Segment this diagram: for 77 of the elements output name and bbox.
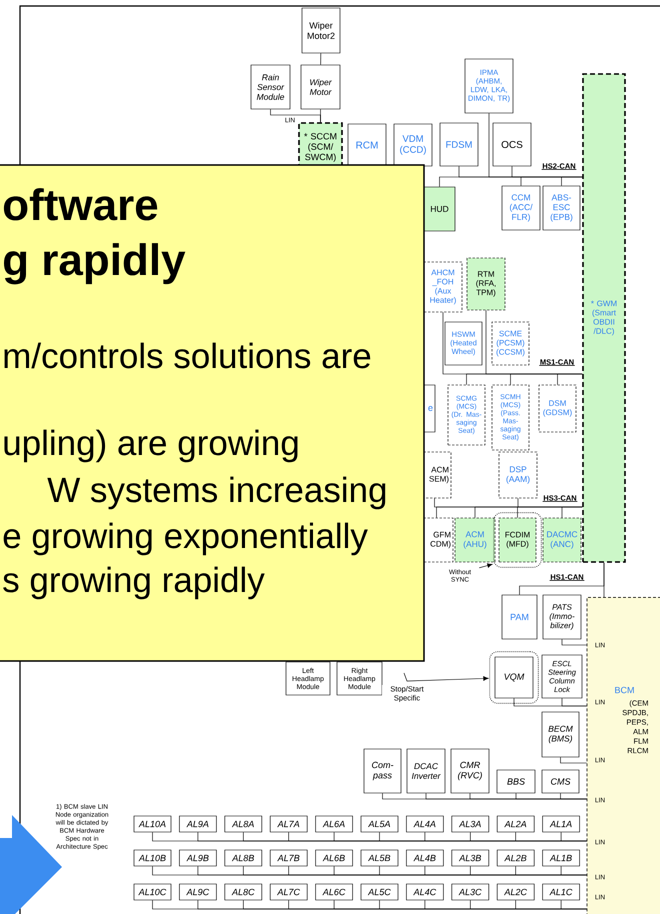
connector-line	[557, 374, 582, 385]
connector-line	[562, 506, 582, 518]
module-box: AL1A	[542, 816, 580, 832]
module-box: AL5C	[360, 884, 398, 900]
module-box: AL10A	[134, 816, 172, 832]
connector-line	[320, 53, 322, 65]
module-box: FCDIM (MFD)	[498, 518, 536, 562]
dotted-outline	[493, 512, 542, 568]
module-box: AL6A	[315, 816, 353, 832]
module-box: Com- pass	[364, 748, 402, 794]
module-box: BECM (BMS)	[542, 712, 580, 758]
callout-text: e growing exponentially	[4, 522, 368, 556]
module-box: HUD	[424, 186, 456, 232]
module-box: AL8C	[224, 884, 262, 900]
module-box: PAM	[502, 594, 538, 640]
module-box: AL3A	[452, 816, 490, 832]
module-box: AL7C	[270, 884, 308, 900]
module-box: AL9C	[179, 884, 217, 900]
connector-line	[560, 900, 587, 910]
module-box: CMR (RVC)	[450, 748, 490, 794]
connector-line	[562, 698, 587, 706]
module-box: PATS (Immo- bilizer)	[542, 594, 582, 640]
module-box: ABS- ESC (EPB)	[542, 186, 580, 230]
module-box: ACM (AHU)	[454, 518, 496, 562]
callout-heading: g rapidly	[4, 243, 186, 284]
module-box: AL7A	[270, 816, 308, 832]
arrow	[404, 672, 488, 682]
module-box: AL9A	[179, 816, 217, 832]
module-box: AL1B	[542, 850, 580, 866]
module-box: SCME (PCSM) (CCSM)	[492, 322, 530, 366]
module-box: AL6C	[315, 884, 353, 900]
module-box: DCAC Inverter	[406, 748, 446, 794]
module-box: DSM (GDSM)	[538, 384, 576, 432]
callout-text: upling) are growing	[4, 430, 298, 462]
module-box: AL9B	[179, 850, 217, 866]
module-box: FDSM	[440, 122, 478, 166]
module-box: AL5B	[360, 850, 398, 866]
connector-line	[320, 109, 321, 122]
module-box: RTM (RFA, TPM)	[466, 258, 506, 310]
module-box: DSP (AAM)	[498, 452, 538, 498]
module-box: AL3C	[452, 884, 490, 900]
callout-heading: oftware	[4, 188, 158, 220]
dotted-outline	[489, 651, 539, 704]
module-box: AL5A	[360, 816, 398, 832]
module-box: AL3B	[452, 850, 490, 866]
module-box: Wiper Motor	[300, 64, 340, 110]
module-box: AL8B	[224, 850, 262, 866]
callout-text: m/controls solutions are	[4, 342, 370, 368]
connector-line	[560, 757, 587, 764]
module-box: AL4C	[406, 884, 444, 900]
connector-line	[560, 866, 587, 876]
module-box: CCM (ACC/ FLR)	[502, 186, 540, 230]
connector-line	[560, 832, 587, 842]
arrow	[478, 563, 493, 568]
module-box: AL7B	[270, 850, 308, 866]
module-box: BBS	[496, 770, 536, 794]
module-box: AL8A	[224, 816, 262, 832]
module-box: DACMC (ANC)	[542, 518, 582, 562]
module-box: AL4B	[406, 850, 444, 866]
module-box: AL1C	[542, 884, 580, 900]
module-box: CMS	[542, 770, 580, 794]
module-box: VQM	[494, 656, 534, 698]
connector-line	[562, 639, 587, 646]
callout-text: W systems increasing	[47, 476, 386, 510]
module-box: Wiper Motor2	[302, 8, 340, 54]
connector-line	[561, 176, 582, 186]
module-box: AL10C	[134, 884, 172, 900]
module-box: AL6B	[315, 850, 353, 866]
module-box: Rain Sensor Module	[250, 64, 290, 110]
module-box: OCS	[492, 122, 532, 166]
module-box: AL2B	[496, 850, 534, 866]
module-box: AL10B	[134, 850, 172, 866]
module-box: AL4A	[406, 816, 444, 832]
callout-text: s growing rapidly	[3, 566, 265, 600]
module-box: AL2A	[496, 816, 534, 832]
connector-line	[560, 793, 587, 800]
module-box: AL2C	[496, 884, 534, 900]
